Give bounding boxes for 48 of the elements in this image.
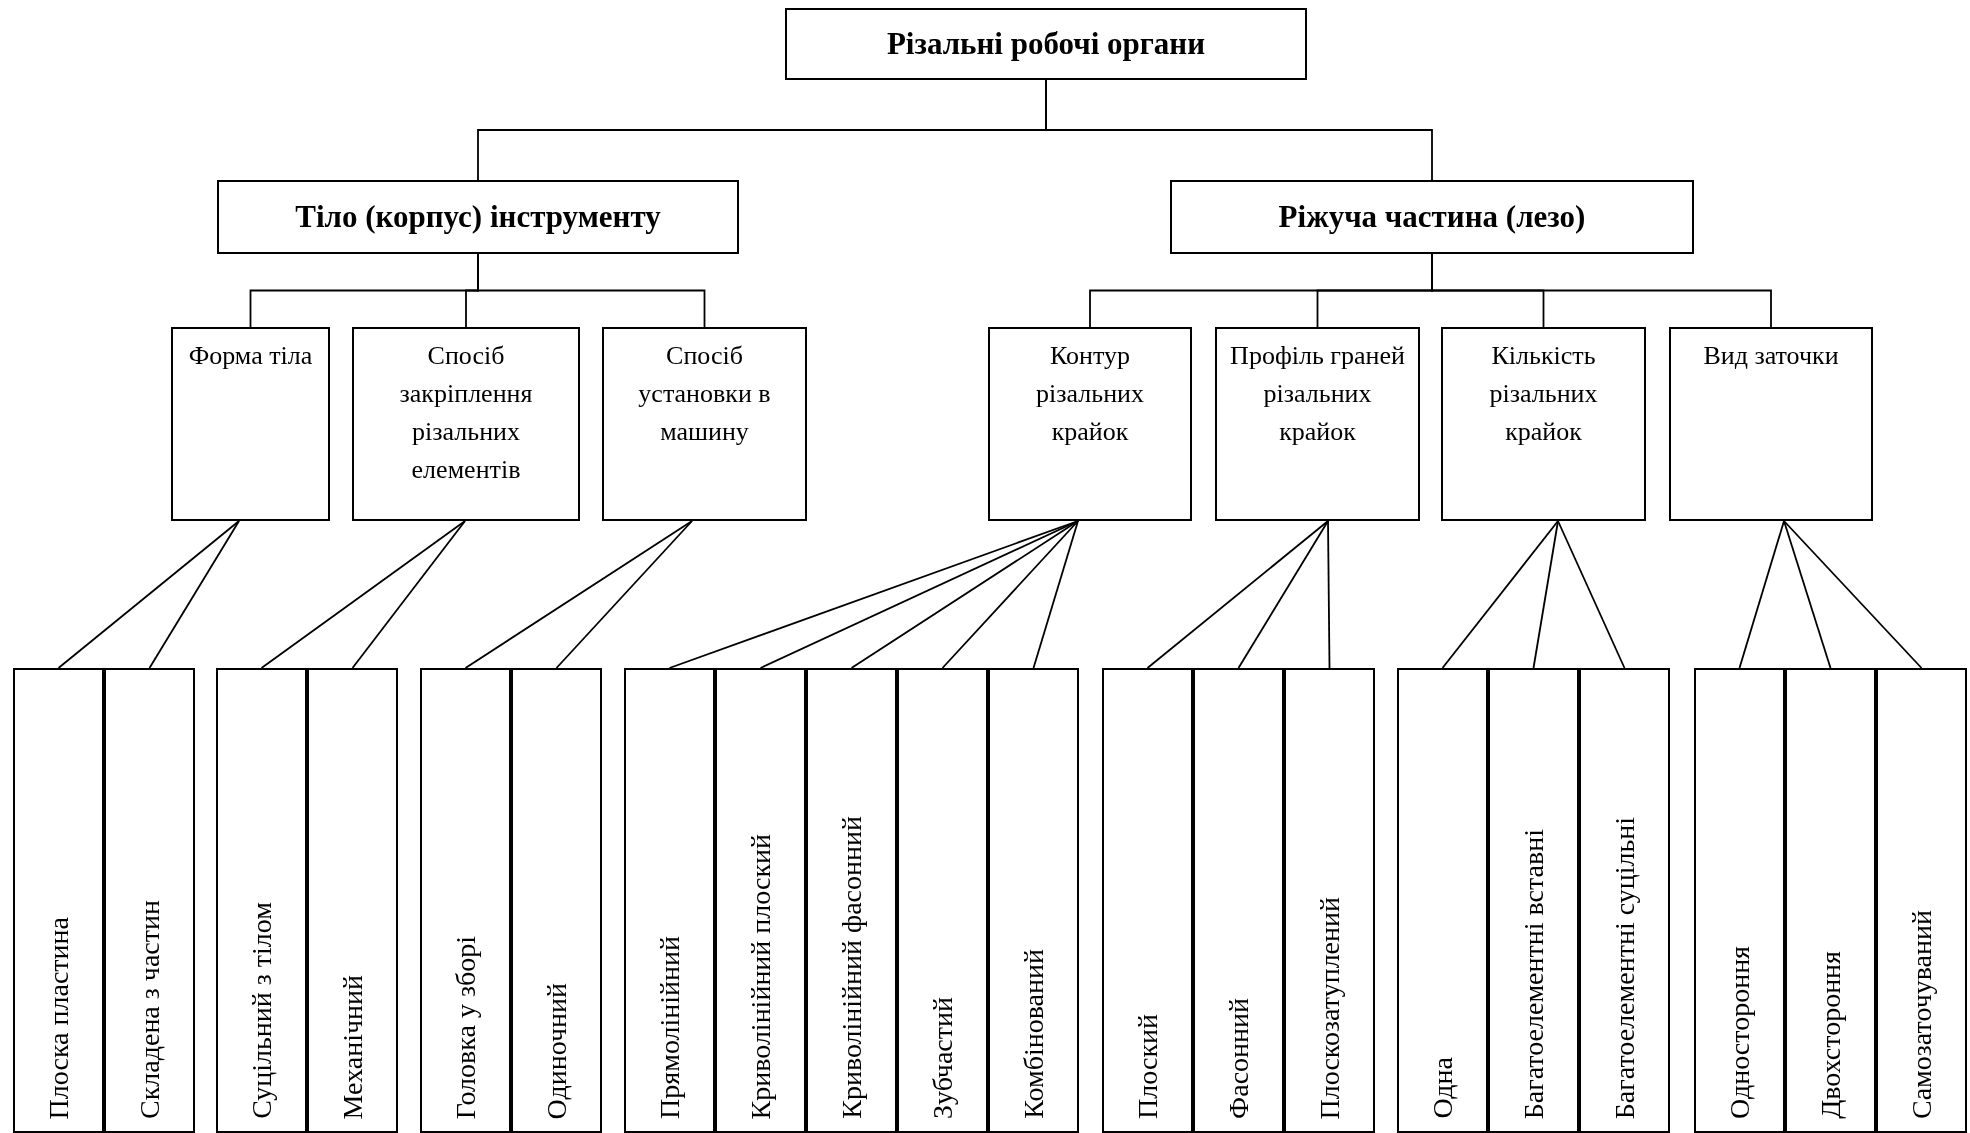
category-box: Спосіб установки в машину: [602, 327, 807, 521]
category-box: Фасонний: [1193, 668, 1284, 1133]
category-box: Плоскозатуплений: [1284, 668, 1375, 1133]
leader-line: [1783, 520, 1923, 669]
category-box: Двохстороння: [1785, 668, 1876, 1133]
leader-line: [351, 520, 466, 669]
category-box: Комбінований: [988, 668, 1079, 1133]
leader-line: [555, 520, 693, 669]
group-box: Ріжуча частина (лезо): [1170, 180, 1694, 254]
category-box: Одна: [1397, 668, 1488, 1133]
leader-line: [148, 520, 240, 669]
category-box: Криволінійний фасонний: [806, 668, 897, 1133]
category-box: Форма тіла: [171, 327, 330, 521]
connector-line: [477, 253, 706, 328]
category-box: Самозаточуваний: [1876, 668, 1967, 1133]
category-box: Вид заточки: [1669, 327, 1873, 521]
leader-line: [57, 520, 240, 669]
category-box: Багатоелементні суцільні: [1579, 668, 1670, 1133]
category-box: Криволінійний плоский: [715, 668, 806, 1133]
category-box: Зубчастий: [897, 668, 988, 1133]
group-box: Тіло (корпус) інструменту: [217, 180, 739, 254]
leader-line: [1738, 520, 1785, 669]
root-box: Різальні робочі органи: [785, 8, 1307, 80]
leader-line: [1032, 520, 1079, 669]
category-box: Складена з частин: [104, 668, 195, 1133]
category-box: Спосіб закріплення різальних елементів: [352, 327, 580, 521]
category-box: Багатоелементні вставні: [1488, 668, 1579, 1133]
leader-line: [1441, 520, 1559, 669]
leader-line: [1327, 520, 1331, 669]
leader-line: [1557, 520, 1626, 669]
category-box: Суцільний з тілом: [216, 668, 307, 1133]
category-box: Одностороння: [1694, 668, 1785, 1133]
leader-line: [1146, 520, 1329, 669]
category-box: Одиночний: [511, 668, 602, 1133]
leader-line: [941, 520, 1079, 669]
leader-line: [1783, 520, 1832, 669]
category-box: Плоска пластина: [13, 668, 104, 1133]
leader-line: [260, 520, 466, 669]
category-box: Прямолінійний: [624, 668, 715, 1133]
category-box: Кількість різальних крайок: [1441, 327, 1646, 521]
leader-line: [1237, 520, 1329, 669]
category-box: Плоский: [1102, 668, 1193, 1133]
connector-line: [1045, 79, 1433, 181]
leader-line: [1532, 520, 1559, 669]
category-box: Профіль граней різальних крайок: [1215, 327, 1420, 521]
category-box: Механічний: [307, 668, 398, 1133]
category-box: Контур різальних крайок: [988, 327, 1192, 521]
category-box: Головка у зборі: [420, 668, 511, 1133]
